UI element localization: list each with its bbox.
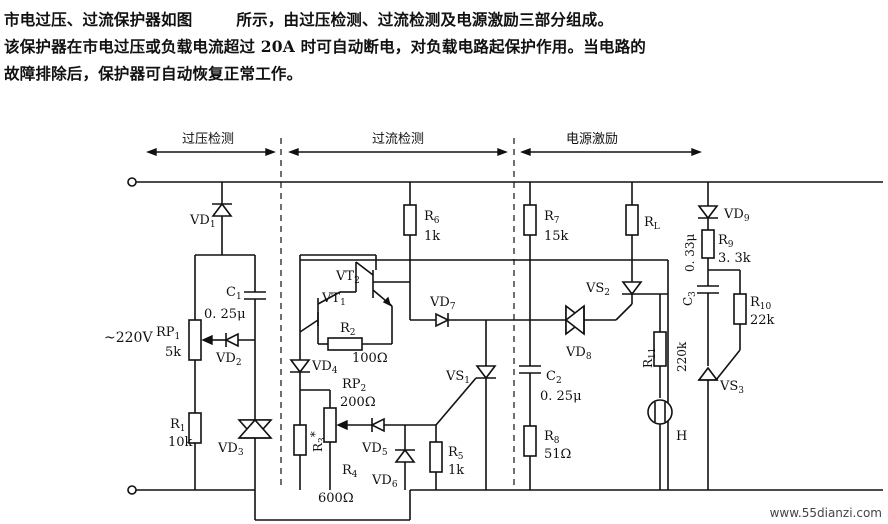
vd7-diode-icon: [435, 312, 450, 328]
arrow-icon: [288, 147, 299, 157]
vs1-label: VS1: [445, 369, 470, 386]
vd2-label: VD2: [215, 351, 242, 368]
intro-line-3: 故障排除后，保护器可自动恢复正常工作。: [4, 64, 303, 83]
r11-value: 220k: [675, 341, 689, 372]
r8-value: 51Ω: [544, 447, 571, 462]
arrow-icon: [520, 147, 531, 157]
vd6-diode-icon: [394, 448, 416, 463]
vs2-gate: [615, 303, 633, 321]
r6-resistor: [403, 204, 417, 236]
section-label-overcurrent: 过流检测: [372, 132, 424, 147]
c1-value: 0. 25μ: [204, 307, 246, 322]
r6-label: R6: [424, 209, 440, 226]
r10-label: R10: [750, 295, 772, 312]
rp1-wiper-icon: [201, 334, 213, 346]
vt2-label: VT2: [335, 269, 360, 286]
r4-label: R4: [342, 463, 358, 480]
vd3-label: VD3: [217, 441, 244, 458]
arrow-icon: [691, 147, 702, 157]
c2-label: C2: [546, 369, 562, 386]
c1-label: C1: [226, 285, 242, 302]
r2-value: 100Ω: [352, 351, 388, 366]
rp1-value: 5k: [165, 345, 181, 360]
vt1-label: VT1: [321, 291, 346, 308]
vs1-thyristor-icon: [475, 365, 497, 380]
c3-value: 0. 33μ: [683, 233, 697, 272]
arrow-icon: [146, 147, 157, 157]
r7-value: 15k: [544, 229, 569, 244]
c3-label: C3: [681, 291, 698, 306]
wire: [299, 319, 319, 333]
r7-resistor: [523, 204, 537, 236]
rl-label: RL: [644, 215, 660, 232]
r11-label: R11: [641, 348, 658, 369]
intro-line-1a: 市电过压、过流保护器如图: [4, 10, 193, 29]
r1-value: 10k: [168, 435, 193, 450]
r6-value: 1k: [424, 229, 440, 244]
vd6-label: VD6: [371, 473, 398, 490]
vs2-thyristor-icon: [621, 281, 643, 296]
rp2-value: 200Ω: [340, 395, 376, 410]
vd4-label: VD4: [311, 359, 338, 376]
rp2-potentiometer: [323, 407, 337, 443]
section-label-overvoltage: 过压检测: [182, 132, 234, 147]
r5-resistor: [429, 441, 443, 473]
r9-value: 3. 3k: [718, 251, 751, 266]
intro-line-1b: 所示，由过压检测、过流检测及电源激励三部分组成。: [236, 10, 614, 29]
r9-resistor: [701, 229, 715, 259]
vd7-label: VD7: [429, 295, 456, 312]
r7-label: R7: [544, 209, 560, 226]
r3-resistor: [293, 424, 307, 456]
vd9-diode-icon: [697, 205, 719, 220]
r8-resistor: [523, 425, 537, 457]
vd5-diode-icon: [370, 417, 385, 433]
r10-value: 22k: [750, 313, 775, 328]
r1-label: R1: [170, 417, 186, 434]
watermark: www.55dianzi.com: [769, 506, 882, 520]
wire: [317, 291, 341, 305]
r9-label: R9: [718, 233, 734, 250]
neon-lamp-icon: [647, 399, 673, 425]
r8-label: R8: [544, 429, 560, 446]
vs3-label: VS3: [719, 379, 744, 396]
section-label-power: 电源激励: [566, 132, 618, 147]
intro-line-2: 该保护器在市电过压或负载电流超过 20A 时可自动断电，对负载电路起保护作用。当…: [4, 37, 646, 56]
arrow-icon: [265, 147, 276, 157]
vs3-gate: [715, 349, 741, 381]
vd1-label: VD1: [189, 213, 216, 230]
r5-value: 1k: [448, 463, 464, 478]
vd8-label: VD8: [565, 345, 592, 362]
r2-resistor: [327, 337, 363, 351]
vs3-thyristor-icon: [697, 366, 719, 381]
r10-resistor: [733, 293, 747, 325]
r5-label: R5: [448, 445, 464, 462]
rl-resistor: [625, 204, 639, 236]
vd2-diode-icon: [224, 332, 239, 348]
input-terminal-top: [127, 177, 137, 187]
intro-text: 市电过压、过流保护器如图 所示，由过压检测、过流检测及电源激励三部分组成。 该保护…: [4, 6, 882, 87]
input-terminal-bottom: [127, 485, 137, 495]
vd5-label: VD5: [361, 441, 388, 458]
rp2-wiper-icon: [336, 419, 348, 431]
vt2-arrow-icon: [382, 296, 392, 307]
vd1-diode-icon: [211, 202, 233, 217]
arrow-icon: [497, 147, 508, 157]
rp1-potentiometer: [188, 319, 202, 361]
vd9-label: VD9: [723, 207, 750, 224]
intro-line-1: 市电过压、过流保护器如图 所示，由过压检测、过流检测及电源激励三部分组成。: [4, 6, 882, 33]
c2-value: 0. 25μ: [540, 389, 582, 404]
rp1-label: RP1: [156, 325, 180, 342]
rp2-label: RP2: [342, 377, 366, 394]
wire: [355, 261, 374, 276]
vd4-diode-icon: [289, 359, 311, 374]
r3-label: R3*: [308, 431, 328, 452]
vs1-gate: [435, 377, 477, 426]
r2-label: R2: [340, 321, 356, 338]
vs2-label: VS2: [585, 281, 610, 298]
r4-value: 600Ω: [318, 491, 354, 506]
input-voltage-label: ~220V: [104, 330, 153, 346]
h-label: H: [676, 429, 687, 444]
